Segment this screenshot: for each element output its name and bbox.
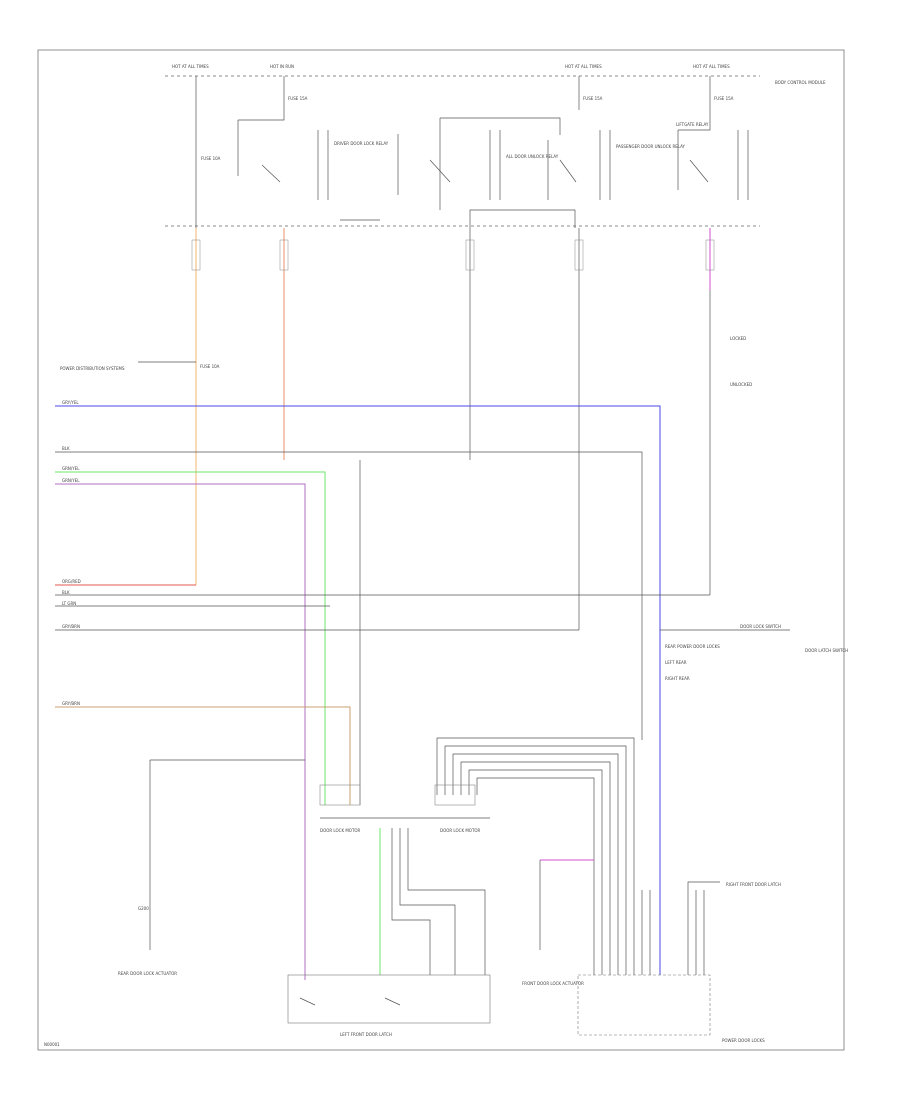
connector-label-2: DOOR LOCK MOTOR xyxy=(440,828,481,833)
power-dist-label: POWER DISTRIBUTION SYSTEMS xyxy=(60,366,125,371)
bottom-right-box-label: POWER DOOR LOCKS xyxy=(722,1038,765,1043)
left-front-latch-box xyxy=(287,974,491,1024)
connector-right xyxy=(434,784,476,806)
fuse-label-4: FUSE 15A xyxy=(714,96,734,101)
hot-label-2: HOT IN RUN xyxy=(270,64,294,69)
right-label-2: LEFT REAR xyxy=(665,660,687,665)
left-wire-label-9: GRY/BRN xyxy=(62,701,80,706)
legend-lock: LOCKED xyxy=(730,336,746,341)
wire-green-1 xyxy=(55,471,326,805)
ground-label: G200 xyxy=(138,906,149,911)
hot-label-4: HOT AT ALL TIMES xyxy=(693,64,730,69)
left-wire-label-5: ORG/RED xyxy=(62,579,81,584)
bottom-component-4: RIGHT FRONT DOOR LATCH xyxy=(726,882,781,887)
wire-bundle-right xyxy=(436,737,635,890)
bottom-component-2: LEFT FRONT DOOR LATCH xyxy=(340,1032,392,1037)
right-label-1: REAR POWER DOOR LOCKS xyxy=(665,644,720,649)
relay-driver-door-lock: DRIVER DOOR LOCK RELAY xyxy=(237,110,389,200)
left-wire-label-1: GRY/YEL xyxy=(62,400,79,405)
hot-label-1: HOT AT ALL TIMES xyxy=(172,64,209,69)
bottom-right-box xyxy=(577,974,711,1036)
latch-wires xyxy=(379,828,486,975)
relay-label-driver: DRIVER DOOR LOCK RELAY xyxy=(334,141,389,146)
diagram-code: N00001 xyxy=(44,1042,60,1047)
left-wire-label-3: GRN/YEL xyxy=(62,466,80,471)
relay-liftgate: LIFTGATE RELAY xyxy=(676,110,749,200)
relay-label-liftgate: LIFTGATE RELAY xyxy=(676,122,709,127)
wire-black-1 xyxy=(55,451,643,740)
relay-all-door-unlock: ALL DOOR UNLOCK RELAY xyxy=(397,117,561,210)
wire-blue xyxy=(55,405,661,975)
wire-brown xyxy=(55,706,351,805)
legend-unlock: UNLOCKED xyxy=(730,382,752,387)
bus-bridge xyxy=(469,209,576,228)
right-label-switch: DOOR LOCK SWITCH xyxy=(740,624,781,629)
bottom-right-pins xyxy=(593,881,720,975)
bottom-component-1: REAR DOOR LOCK ACTUATOR xyxy=(118,971,177,976)
wire-purple xyxy=(55,483,306,980)
left-wire-label-4: GRN/YEL xyxy=(62,478,80,483)
relay-label-all: ALL DOOR UNLOCK RELAY xyxy=(506,154,559,159)
relay-label-passenger: PASSENGER DOOR UNLOCK RELAY xyxy=(616,144,685,149)
left-wire-label-2: BLK xyxy=(62,446,70,451)
connector-label-1: DOOR LOCK MOTOR xyxy=(320,828,361,833)
fuse-label-1: FUSE 10A xyxy=(201,156,221,161)
left-wire-label-6: BLK xyxy=(62,590,70,595)
bottom-component-3: FRONT DOOR LOCK ACTUATOR xyxy=(522,981,584,986)
left-wire-label-7: LT GRN xyxy=(62,601,76,606)
module-title: BODY CONTROL MODULE xyxy=(775,80,826,85)
hot-label-3: HOT AT ALL TIMES xyxy=(565,64,602,69)
right-label-3: RIGHT REAR xyxy=(665,676,690,681)
fuse-label-5: FUSE 10A xyxy=(200,364,220,369)
page-border xyxy=(37,49,845,1051)
fuse-label-3: FUSE 15A xyxy=(583,96,603,101)
right-component: DOOR LATCH SWITCH xyxy=(805,648,848,653)
connector-left xyxy=(319,784,361,806)
fuse-label-2: FUSE 15A xyxy=(288,96,308,101)
left-wire-label-8: GRY/BRN xyxy=(62,624,80,629)
relay-passenger-unlock: PASSENGER DOOR UNLOCK RELAY xyxy=(547,130,685,200)
